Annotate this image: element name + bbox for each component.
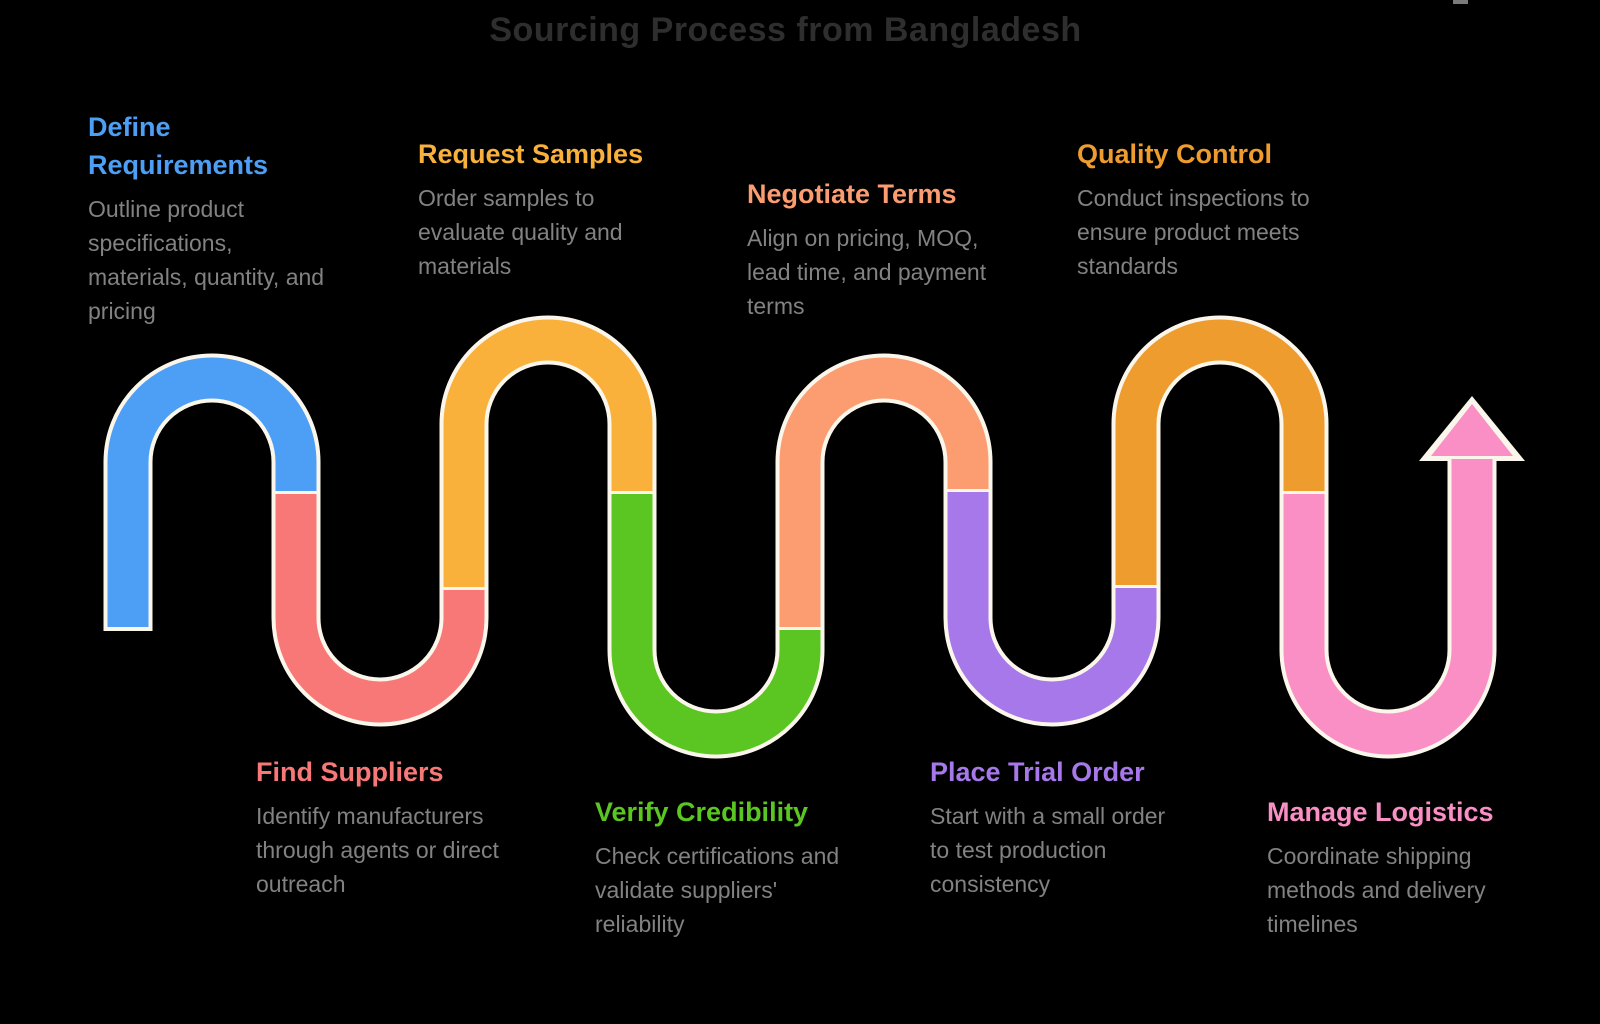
description-line: timelines [1267, 911, 1358, 937]
step-description-verify-credibility: Check certifications and validate suppli… [595, 839, 839, 941]
step-block-define-requirements: Define Requirements Outline product spec… [88, 108, 324, 328]
step-block-find-suppliers: Find Suppliers Identify manufacturers th… [256, 755, 499, 901]
description-line: through agents or direct [256, 837, 499, 863]
path-segment-define-requirements [107, 357, 317, 627]
step-description-find-suppliers: Identify manufacturers through agents or… [256, 799, 499, 901]
path-segment-place-trial-order [947, 492, 1157, 723]
step-block-quality-control: Quality Control Conduct inspections to e… [1077, 137, 1310, 283]
step-block-place-trial-order: Place Trial Order Start with a small ord… [930, 755, 1165, 901]
step-block-request-samples: Request Samples Order samples to evaluat… [418, 137, 643, 283]
description-line: materials [418, 253, 512, 279]
description-line: outreach [256, 871, 346, 897]
description-line: to test production [930, 837, 1107, 863]
description-line: ensure product meets [1077, 219, 1300, 245]
description-line: standards [1077, 253, 1179, 279]
step-description-manage-logistics: Coordinate shipping methods and delivery… [1267, 839, 1494, 941]
path-segment-negotiate-terms [779, 357, 989, 627]
description-line: Outline product [88, 196, 244, 222]
description-line: Conduct inspections to [1077, 185, 1310, 211]
step-label-manage-logistics: Manage Logistics [1267, 797, 1494, 827]
step-block-verify-credibility: Verify Credibility Check certifications … [595, 795, 839, 941]
description-line: methods and delivery [1267, 877, 1486, 903]
step-block-manage-logistics: Manage Logistics Coordinate shipping met… [1267, 795, 1494, 941]
description-line: consistency [930, 871, 1051, 897]
step-label-negotiate-terms: Negotiate Terms [747, 179, 957, 209]
description-line: lead time, and payment [747, 259, 987, 285]
step-description-negotiate-terms: Align on pricing, MOQ, lead time, and pa… [747, 221, 986, 323]
step-label-request-samples: Request Samples [418, 139, 644, 169]
description-line: Order samples to [418, 185, 595, 211]
description-line: Align on pricing, MOQ, [747, 225, 979, 251]
description-line: specifications, [88, 230, 233, 256]
path-segment-quality-control [1115, 319, 1325, 585]
description-line: Start with a small order [930, 803, 1166, 829]
step-description-quality-control: Conduct inspections to ensure product me… [1077, 181, 1310, 283]
step-label-verify-credibility: Verify Credibility [595, 797, 809, 827]
step-label-define-requirements: Define Requirements [88, 112, 269, 180]
step-label-quality-control: Quality Control [1077, 139, 1272, 169]
path-segment-verify-credibility [611, 494, 821, 755]
step-description-request-samples: Order samples to evaluate quality and ma… [418, 181, 643, 283]
step-label-find-suppliers: Find Suppliers [256, 757, 444, 787]
step-description-define-requirements: Outline product specifications, material… [88, 192, 324, 328]
description-line: materials, quantity, and [88, 264, 325, 290]
description-line: Coordinate shipping [1267, 843, 1472, 869]
arrow-head [1431, 404, 1513, 456]
description-line: Identify manufacturers [256, 803, 484, 829]
description-line: Check certifications and [595, 843, 840, 869]
description-line: validate suppliers' [595, 877, 778, 903]
screen-edge-artifact [1453, 0, 1468, 4]
path-segment-find-suppliers [275, 494, 485, 723]
step-label-place-trial-order: Place Trial Order [930, 757, 1145, 787]
description-line: evaluate quality and [418, 219, 623, 245]
step-description-place-trial-order: Start with a small order to test product… [930, 799, 1165, 901]
description-line: pricing [88, 298, 156, 324]
path-segment-request-samples [443, 319, 653, 587]
description-line: reliability [595, 911, 685, 937]
step-block-negotiate-terms: Negotiate Terms Align on pricing, MOQ, l… [747, 177, 986, 323]
description-line: terms [747, 293, 805, 319]
page-title: Sourcing Process from Bangladesh [489, 11, 1082, 49]
path-segment-manage-logistics [1283, 459, 1493, 755]
